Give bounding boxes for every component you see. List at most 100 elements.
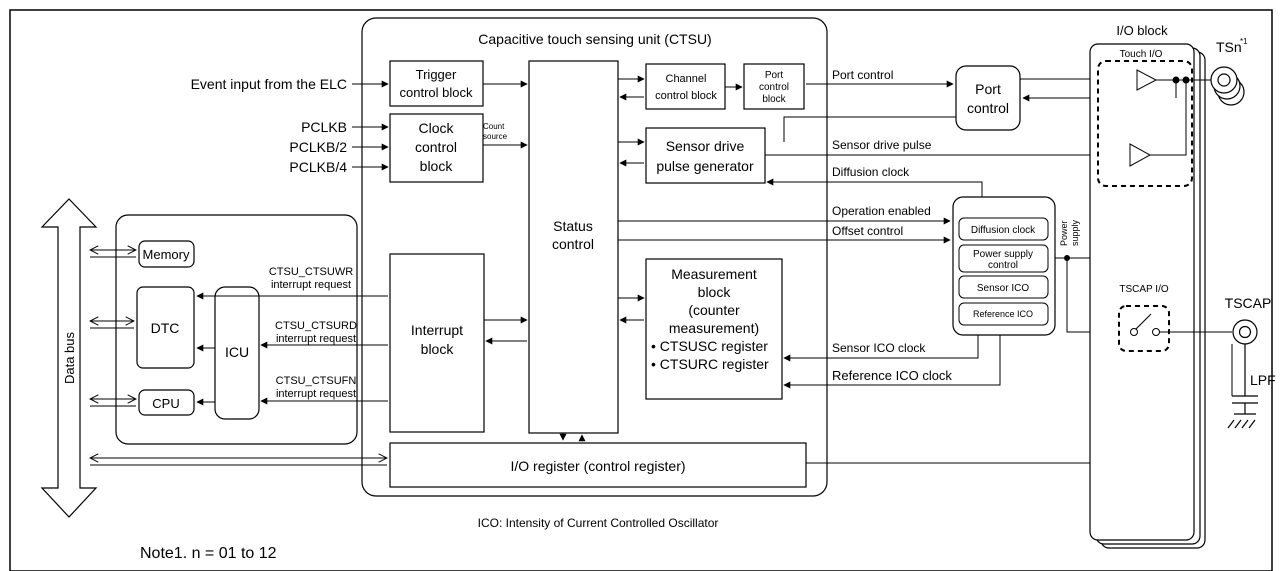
interrupt-request-arrows — [196, 292, 388, 406]
reference-ico-label: Reference ICO — [973, 309, 1033, 319]
touch-junction-1 — [1172, 76, 1180, 84]
int-line1: Interrupt — [411, 322, 463, 338]
irq-wr-line2: interrupt request — [271, 279, 351, 291]
irq-fn-line1: CTSU_CTSUFN — [276, 375, 357, 387]
tscap-label: TSCAP — [1225, 295, 1272, 311]
port-control-external — [955, 65, 1021, 131]
irq-rd-line1: CTSU_CTSURD — [275, 320, 357, 332]
irq-rd-line2: interrupt request — [276, 333, 356, 345]
cpu-subsystem — [115, 214, 358, 445]
meas-line2: block — [698, 284, 732, 300]
operation-enabled-signal: Operation enabled — [832, 204, 931, 218]
measurement-block — [645, 258, 783, 400]
sdp-line2: pulse generator — [656, 158, 754, 174]
tscap-io-label: TSCAP I/O — [1119, 284, 1168, 295]
switch-contact-2 — [1152, 328, 1160, 336]
sensor-ico-label: Sensor ICO — [977, 283, 1029, 294]
sdp-line1: Sensor drive — [666, 138, 745, 154]
icu-label: ICU — [225, 344, 249, 360]
diffusion-clock-block — [958, 217, 1049, 241]
trigger-line1: Trigger — [416, 67, 457, 82]
pclkb-label: PCLKB — [301, 119, 347, 135]
interrupt-block — [389, 253, 485, 433]
status-line1: Status — [553, 218, 593, 234]
io-register-block — [389, 442, 807, 488]
port-control-block-inner — [743, 63, 805, 110]
note1: Note1. n = 01 to 12 — [140, 545, 277, 562]
tsn-note: *1 — [1240, 37, 1248, 46]
input-arrows — [352, 80, 389, 171]
ctsu-unit — [361, 17, 828, 497]
icu-block — [214, 286, 260, 420]
count-source-line2: source — [483, 132, 508, 141]
diffusion-clock-block-label: Diffusion clock — [971, 225, 1036, 236]
diffusion-clock-signal: Diffusion clock — [832, 165, 910, 179]
power-supply-line2: supply — [1070, 219, 1080, 246]
irq-fn-line2: interrupt request — [276, 388, 356, 400]
channel-control-block — [645, 63, 726, 110]
drive-buffer-icon — [1129, 143, 1152, 167]
reference-ico-block — [958, 302, 1049, 326]
sensor-drive-pulse-signal: Sensor drive pulse — [832, 138, 932, 152]
io-register-label: I/O register (control register) — [510, 458, 685, 474]
channel-line1: Channel — [666, 73, 707, 85]
clock-line3: block — [420, 158, 454, 174]
touch-io-label: Touch I/O — [1120, 49, 1163, 60]
status-line2: control — [552, 236, 594, 252]
channel-line2: control block — [655, 90, 717, 102]
sensor-ico-clock-signal: Sensor ICO clock — [832, 341, 926, 355]
pcb-line1: Port — [765, 70, 784, 81]
touch-io — [1097, 60, 1193, 187]
ico-power-cluster — [952, 196, 1056, 336]
lpf-label: LPF — [1250, 372, 1276, 388]
lpf-capacitor-icon — [1227, 344, 1258, 429]
meas-line1: Measurement — [671, 266, 757, 282]
offset-control-signal: Offset control — [832, 224, 903, 238]
power-supply-line1: Power — [1059, 220, 1069, 246]
dtc-block — [136, 286, 195, 369]
port-control-line1: Port — [975, 81, 1001, 97]
status-control-block — [528, 60, 619, 434]
io-block — [1089, 43, 1195, 541]
data-bus-label: Data bus — [62, 331, 77, 384]
touch-junction-2 — [1182, 76, 1190, 84]
pclkb2-label: PCLKB/2 — [289, 139, 347, 155]
pclkb4-label: PCLKB/4 — [289, 159, 347, 175]
pcb-line3: block — [762, 94, 786, 105]
ctsu-title: Capacitive touch sensing unit (CTSU) — [478, 31, 711, 47]
pcb-line2: control — [759, 82, 789, 93]
reference-ico-clock-signal: Reference ICO clock — [832, 368, 952, 383]
memory-block — [138, 240, 195, 268]
output-buffer-icon — [1136, 69, 1158, 91]
switch-contact-1 — [1130, 328, 1138, 336]
clock-line2: control — [415, 139, 457, 155]
sensor-ico-block — [958, 275, 1049, 299]
dtc-label: DTC — [151, 320, 180, 336]
figure-frame — [9, 9, 1273, 571]
data-bus — [40, 198, 98, 518]
count-source-line1: Count — [483, 122, 505, 131]
bus-connectors — [90, 250, 387, 466]
port-control-signal: Port control — [832, 68, 893, 82]
meas-line4: measurement) — [669, 320, 759, 336]
clock-line1: Clock — [418, 120, 454, 136]
clock-control-block — [389, 113, 484, 183]
power-supply-control-block — [958, 244, 1049, 273]
tscap-pin-inner — [1238, 325, 1252, 339]
ico-footnote: ICO: Intensity of Current Controlled Osc… — [478, 516, 719, 530]
psc-line1: Power supply — [973, 249, 1033, 260]
power-junction — [1064, 255, 1070, 261]
ctsu-internal-arrows — [483, 75, 743, 442]
memory-label: Memory — [143, 247, 190, 262]
event-input-label: Event input from the ELC — [191, 76, 347, 92]
int-line2: block — [421, 341, 455, 357]
irq-wr-line1: CTSU_CTSUWR — [269, 266, 353, 278]
tsn-pin-inner — [1217, 73, 1231, 87]
meas-line3: (counter — [688, 302, 740, 318]
trigger-line2: control block — [400, 85, 473, 100]
cpu-label: CPU — [152, 396, 179, 411]
sensor-drive-pulse-generator — [645, 127, 766, 184]
meas-line5: • CTSUSC register — [651, 338, 768, 354]
tsn-label: TSn — [1216, 39, 1242, 55]
